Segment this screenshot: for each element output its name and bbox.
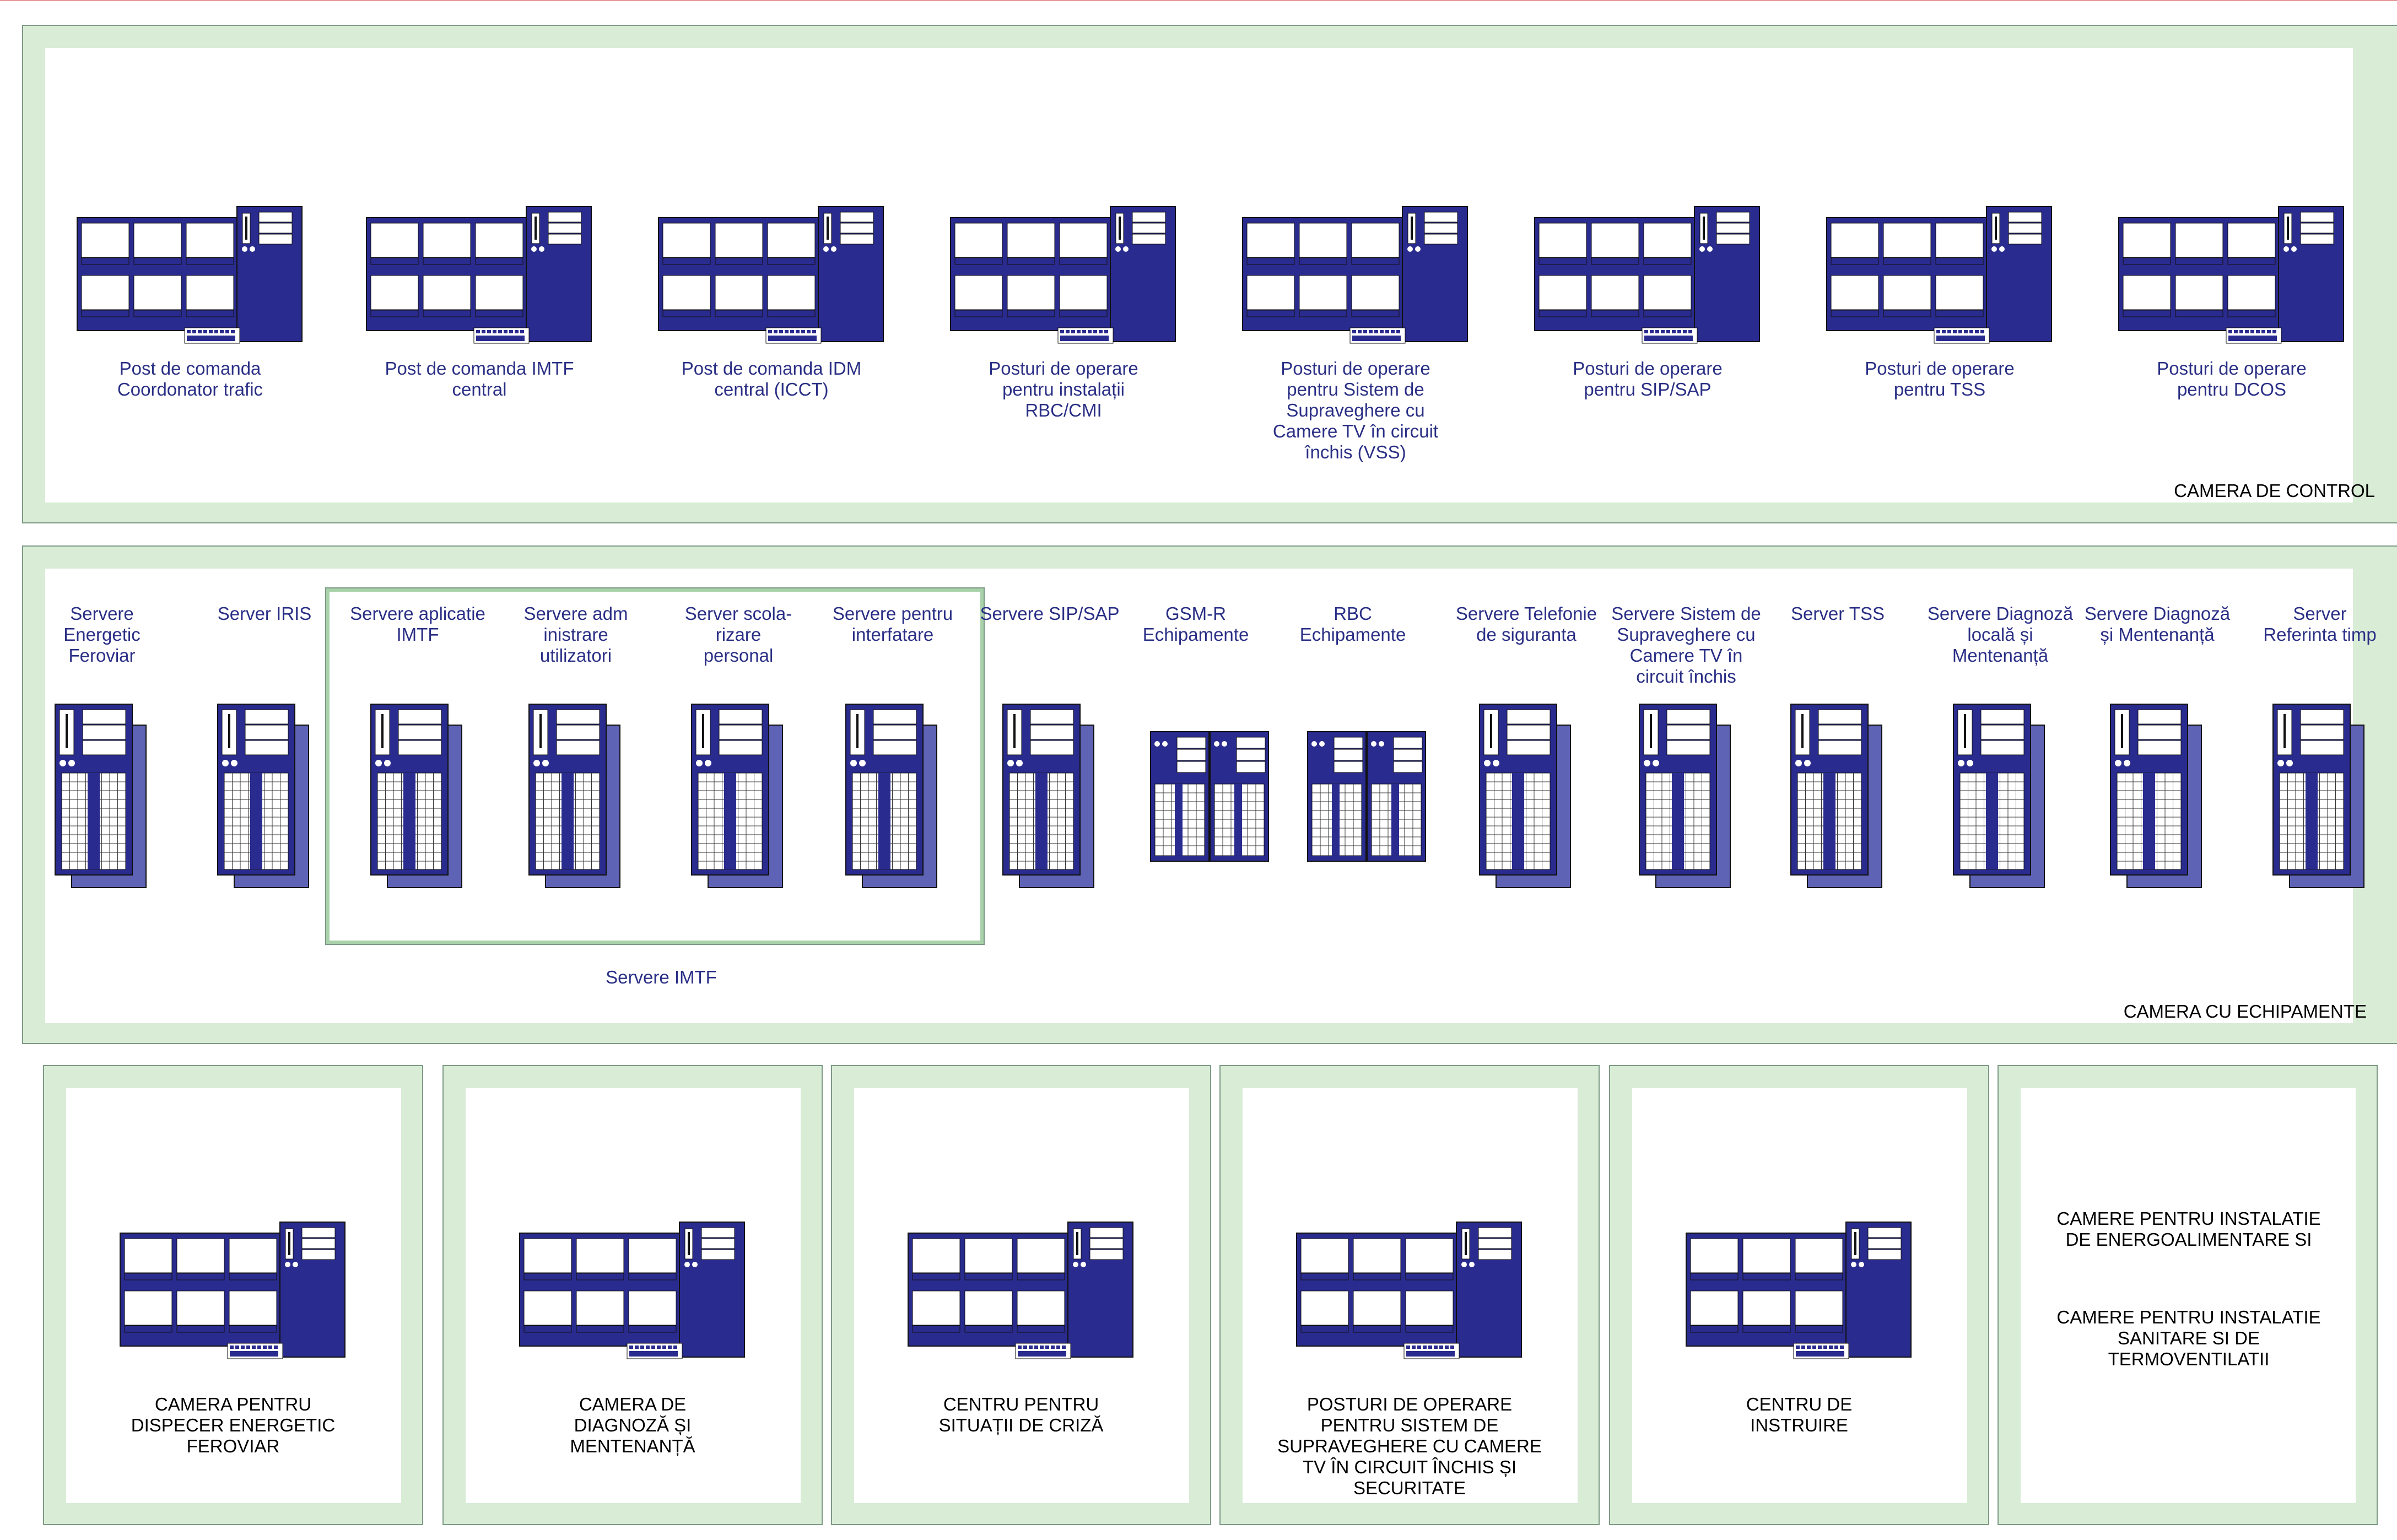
utility-room: CAMERE PENTRU INSTALATIE DE ENERGOALIMEN… bbox=[1998, 1065, 2378, 1525]
server-tower bbox=[529, 704, 623, 891]
station-label: Posturi de operare pentru DCOS bbox=[2094, 358, 2369, 400]
utility-room-text-1: CAMERE PENTRU INSTALATIE DE ENERGOALIMEN… bbox=[1999, 1208, 2379, 1250]
server-tower bbox=[1953, 704, 2047, 891]
server-tower bbox=[692, 704, 785, 891]
station-label: Post de comanda IMTF central bbox=[342, 358, 617, 400]
server-tower bbox=[1791, 704, 1885, 891]
bottom-room-label: CAMERA DE DIAGNOZĂ ȘI MENTENANȚĂ bbox=[442, 1394, 823, 1457]
room-workstation bbox=[520, 1222, 746, 1360]
server-tower bbox=[1003, 704, 1097, 891]
page-top-border bbox=[0, 0, 2397, 2]
server-tower bbox=[1480, 704, 1573, 891]
station-label: Posturi de operare pentru SIP/SAP bbox=[1510, 358, 1785, 400]
station-label: Post de comanda IDM central (ICCT) bbox=[634, 358, 909, 400]
server-tower bbox=[55, 704, 149, 891]
equipment-room-title: CAMERA CU ECHIPAMENTE bbox=[2124, 1001, 2367, 1022]
server-tower bbox=[218, 704, 311, 891]
server-tower bbox=[371, 704, 465, 891]
bottom-room-label: CAMERA PENTRU DISPECER ENERGETIC FEROVIA… bbox=[43, 1394, 423, 1457]
room-workstation bbox=[120, 1222, 346, 1360]
server-tower bbox=[2110, 704, 2204, 891]
server-tower bbox=[1639, 704, 1733, 891]
server-tower bbox=[2273, 704, 2367, 891]
equipment-rack bbox=[1151, 732, 1272, 864]
bottom-room-label: POSTURI DE OPERARE PENTRU SISTEM DE SUPR… bbox=[1219, 1394, 1600, 1499]
server-tower bbox=[846, 704, 940, 891]
room-workstation bbox=[1686, 1222, 1912, 1360]
bottom-room-label: CENTRU DE INSTRUIRE bbox=[1609, 1394, 1989, 1436]
server-label: Server Referinta timp bbox=[2215, 603, 2397, 645]
room-workstation bbox=[908, 1222, 1134, 1360]
station-label: Posturi de operare pentru Sistem de Supr… bbox=[1218, 358, 1493, 463]
utility-room-text-2: CAMERE PENTRU INSTALATIE SANITARE SI DE … bbox=[1999, 1307, 2379, 1370]
bottom-room-label: CENTRU PENTRU SITUAȚII DE CRIZĂ bbox=[831, 1394, 1211, 1436]
operator-workstation bbox=[77, 207, 303, 344]
operator-workstation bbox=[366, 207, 592, 344]
operator-workstation bbox=[2119, 207, 2345, 344]
station-label: Post de comanda Coordonator trafic bbox=[52, 358, 328, 400]
station-label: Posturi de operare pentru instalații RBC… bbox=[926, 358, 1201, 421]
operator-workstation bbox=[1827, 207, 2053, 344]
station-label: Posturi de operare pentru TSS bbox=[1802, 358, 2077, 400]
operator-workstation bbox=[658, 207, 884, 344]
operator-workstation bbox=[1243, 207, 1469, 344]
operator-workstation bbox=[1535, 207, 1761, 344]
control-room-title: CAMERA DE CONTROL bbox=[2174, 480, 2375, 501]
operator-workstation bbox=[951, 207, 1176, 344]
imtf-group-label: Servere IMTF bbox=[551, 967, 771, 988]
room-workstation bbox=[1297, 1222, 1523, 1360]
equipment-rack bbox=[1308, 732, 1429, 864]
